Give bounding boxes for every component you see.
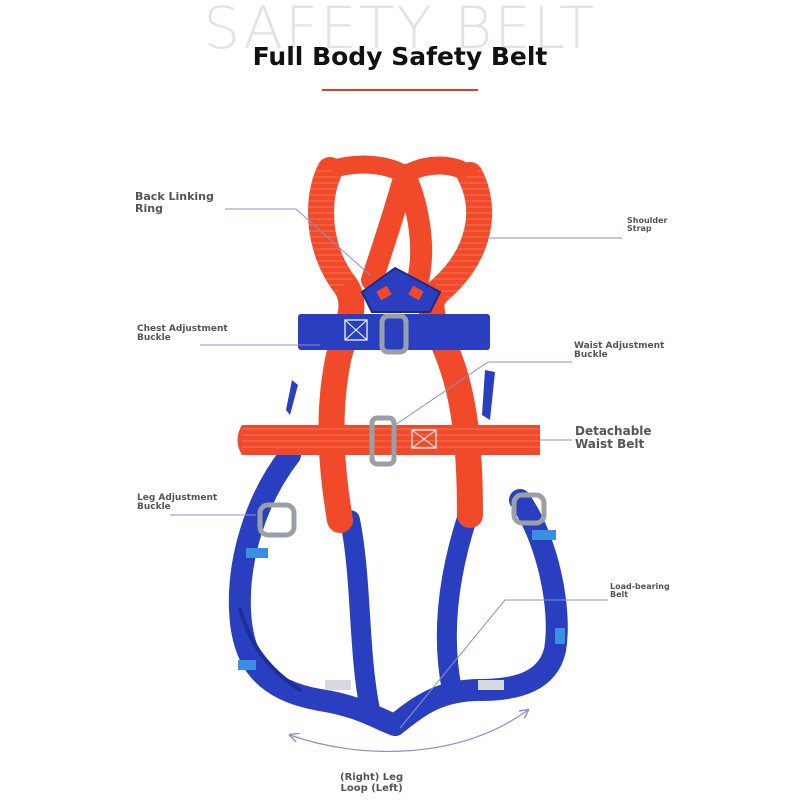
leg-adjustment-buckles xyxy=(257,492,547,538)
chest-strap xyxy=(298,313,490,355)
waist-buckle-icon xyxy=(369,415,397,467)
label-leg-adjustment-buckle: Leg Adjustment Buckle xyxy=(137,493,218,513)
leg-loop-arrow xyxy=(290,710,528,753)
label-shoulder-strap: Shoulder Strap xyxy=(627,216,668,234)
page-title: Full Body Safety Belt xyxy=(252,42,548,71)
label-waist-adjustment-buckle: Waist Adjustment Buckle xyxy=(574,341,665,361)
label-back-linking-ring: Back Linking Ring xyxy=(135,190,214,215)
label-leg-loop: (Right) Leg Loop (Left) xyxy=(340,772,404,794)
waist-belt xyxy=(237,415,540,467)
chest-buckle-icon xyxy=(379,313,409,355)
label-chest-adjustment-buckle: Chest Adjustment Buckle xyxy=(137,324,228,344)
leader-lines xyxy=(170,208,622,729)
label-detachable-waist-belt: Detachable Waist Belt xyxy=(575,424,652,451)
left-leg-loop xyxy=(228,444,406,736)
back-linking-ring xyxy=(360,266,442,313)
title-underline xyxy=(322,89,478,91)
label-load-bearing-belt: Load-bearing Belt xyxy=(610,582,670,600)
watermark-title: SAFETY BELT xyxy=(203,0,597,62)
